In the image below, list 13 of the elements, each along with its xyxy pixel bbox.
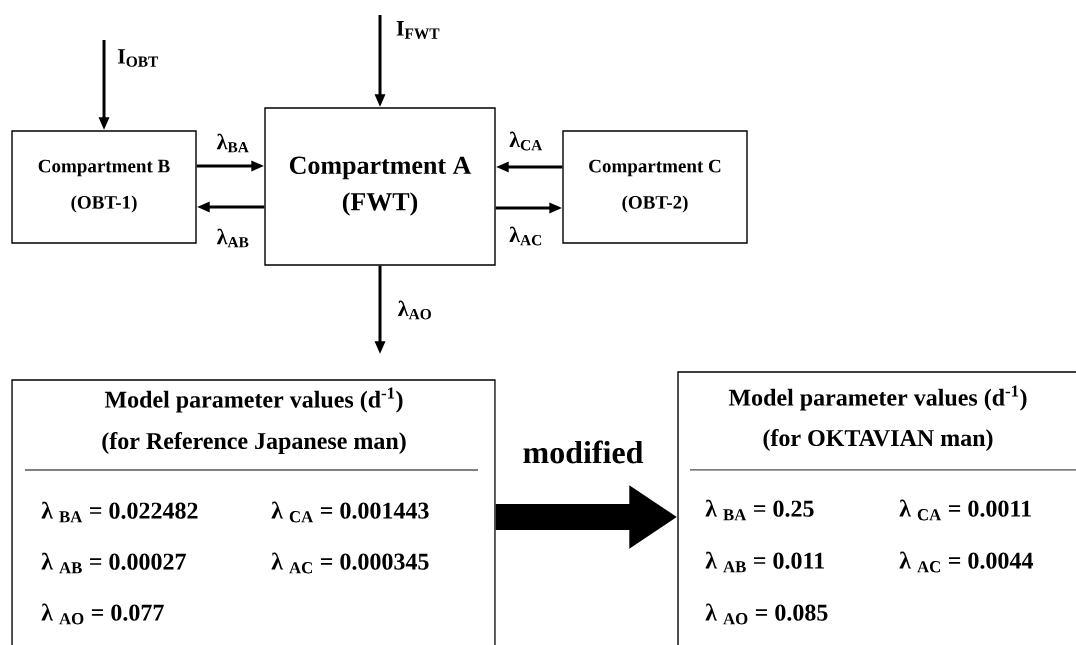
edge-label: modified [521, 439, 645, 465]
edge-label: λ$_{AO}$ [396, 299, 434, 321]
parameter-table-box: Model parameter values (d$^{-1}$) (for Reference Japanese man) λ $_{BA}$ = 0.022482 λ $_{CA}$ = 0.001443 λ $_{AB}$ = 0.00027 λ $_{AC}$ = 0.000345 λ $_{AO}$ = 0.077 [11, 379, 496, 645]
edge-label: λ$_{CA}$ [508, 130, 544, 152]
parameter-table-box: Model parameter values (d$^{-1}$) (for OKTAVIAN man) λ $_{BA}$ = 0.25 λ $_{CA}$ = 0.0011 λ $_{AB}$ = 0.011 λ $_{AC}$ = 0.0044 λ $_{AO}$ = 0.085 [677, 371, 1076, 645]
edge-label: I$_{OBT}$ [116, 48, 160, 68]
edge-label: λ$_{AC}$ [508, 225, 544, 247]
compartment-box: Compartment A (FWT) [264, 107, 496, 266]
edge-label: λ$_{BA}$ [215, 132, 251, 154]
compartment-box: Compartment C (OBT-2) [562, 130, 748, 244]
edge-label: λ$_{AB}$ [215, 227, 251, 249]
edge-label: I$_{FWT}$ [394, 20, 442, 40]
compartment-box: Compartment B (OBT-1) [11, 130, 197, 244]
